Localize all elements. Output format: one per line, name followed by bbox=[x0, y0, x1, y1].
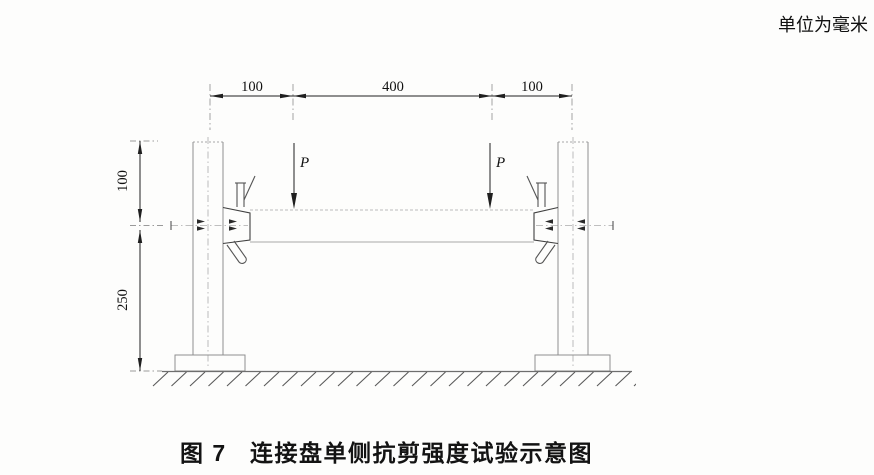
dim-label-left-lower: 250 bbox=[115, 289, 131, 311]
bolt-lever bbox=[526, 175, 539, 201]
dim-arrow bbox=[137, 230, 143, 243]
left-dimension-chain: 100 250 bbox=[115, 140, 163, 372]
clamp-arrow bbox=[545, 219, 553, 224]
dim-arrow bbox=[137, 141, 143, 154]
clamp-handle bbox=[226, 240, 247, 264]
dim-arrow bbox=[137, 209, 143, 222]
column-base-plate bbox=[534, 354, 611, 372]
figure-number: 图 7 bbox=[180, 440, 227, 466]
clamp-arrow bbox=[229, 226, 237, 231]
top-dimension-chain: 100 400 100 bbox=[209, 79, 573, 130]
ground bbox=[150, 370, 636, 387]
dim-arrow bbox=[280, 93, 293, 99]
clamp-arrow bbox=[577, 219, 585, 224]
dim-label-top-right: 100 bbox=[521, 79, 543, 95]
force-arrowhead bbox=[291, 193, 297, 209]
clamp-arrow bbox=[197, 226, 205, 231]
dim-arrow bbox=[492, 93, 505, 99]
dim-label-top-middle: 400 bbox=[382, 79, 404, 95]
figure-title: 连接盘单侧抗剪强度试验示意图 bbox=[250, 440, 593, 466]
dim-arrow bbox=[559, 93, 572, 99]
ground-hatching bbox=[150, 372, 636, 387]
load-label-left: P bbox=[299, 155, 309, 171]
force-arrowhead bbox=[487, 193, 493, 209]
clamp-arrow bbox=[197, 219, 205, 224]
dim-label-top-left: 100 bbox=[241, 79, 263, 95]
bolt-lever bbox=[243, 175, 256, 201]
dim-arrow bbox=[293, 93, 306, 99]
test-beam bbox=[250, 209, 534, 243]
clamp-handle bbox=[535, 240, 556, 264]
dim-arrow bbox=[210, 93, 223, 99]
clamp-body bbox=[222, 206, 251, 245]
right-connection-plate bbox=[526, 175, 614, 264]
figure-caption: 图 7 连接盘单侧抗剪强度试验示意图 bbox=[180, 440, 593, 466]
column-base-plate bbox=[174, 354, 246, 372]
left-load-arrow: P bbox=[291, 143, 309, 209]
dim-arrow bbox=[137, 358, 143, 371]
clamp-arrow bbox=[229, 219, 237, 224]
left-connection-plate bbox=[170, 175, 256, 264]
right-load-arrow: P bbox=[487, 143, 505, 209]
load-label-right: P bbox=[495, 155, 505, 171]
left-support-column bbox=[174, 137, 246, 372]
dim-label-left-upper: 100 bbox=[115, 170, 131, 192]
clamp-body bbox=[533, 206, 559, 245]
right-support-column bbox=[534, 137, 611, 372]
clamp-arrow bbox=[577, 226, 585, 231]
clamp-arrow bbox=[545, 226, 553, 231]
dim-arrow bbox=[479, 93, 492, 99]
unit-note: 单位为毫米 bbox=[778, 15, 868, 35]
